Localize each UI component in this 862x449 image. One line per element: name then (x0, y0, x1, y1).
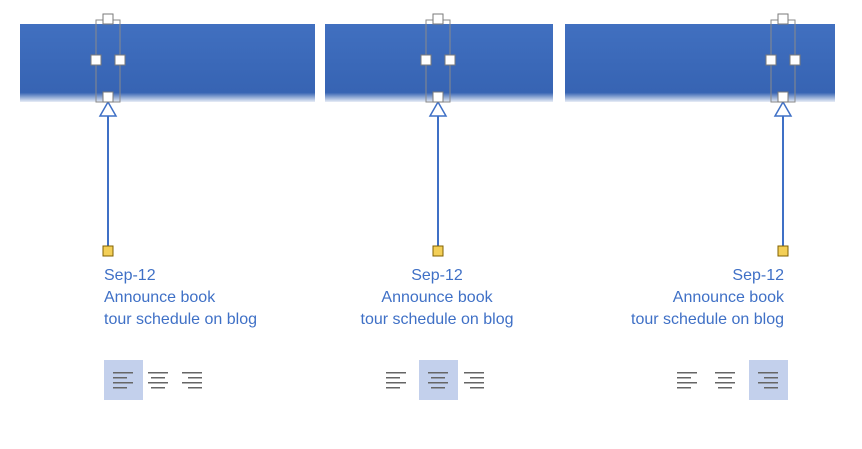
milestone-date: Sep-12 (411, 267, 463, 284)
milestone-desc-line2: tour schedule on blog (104, 311, 257, 328)
milestone-date: Sep-12 (732, 267, 784, 284)
panel-center-aligned: Sep-12 Announce book tour schedule on bl… (325, 0, 553, 449)
timeline-banner (325, 24, 553, 102)
milestone-desc-line1: Announce book (381, 289, 493, 306)
callout-connector[interactable] (408, 13, 468, 264)
anchor-handle[interactable] (102, 245, 114, 257)
align-left-icon (113, 372, 133, 389)
resize-handle-right[interactable] (444, 54, 456, 66)
milestone-date: Sep-12 (104, 267, 156, 284)
resize-handle-top[interactable] (432, 13, 444, 25)
milestone-desc-line2: tour schedule on blog (360, 311, 514, 328)
align-center-button[interactable] (143, 360, 182, 400)
resize-handle-bottom[interactable] (102, 91, 114, 103)
resize-handle-left[interactable] (420, 54, 432, 66)
milestone-desc-line1: Announce book (104, 289, 216, 306)
connector-arrow-icon (773, 100, 793, 117)
resize-handle-top[interactable] (777, 13, 789, 25)
align-left-button[interactable] (380, 360, 419, 400)
milestone-label[interactable]: Sep-12 Announce book tour schedule on bl… (631, 265, 784, 331)
resize-handle-right[interactable] (789, 54, 801, 66)
callout-connector[interactable] (78, 13, 138, 264)
milestone-desc-line1: Announce book (672, 289, 784, 306)
resize-handle-right[interactable] (114, 54, 126, 66)
align-center-icon (428, 372, 448, 389)
align-left-button[interactable] (104, 360, 143, 400)
panel-right-aligned: Sep-12 Announce book tour schedule on bl… (565, 0, 835, 449)
align-right-button[interactable] (749, 360, 788, 400)
milestone-label[interactable]: Sep-12 Announce book tour schedule on bl… (325, 265, 549, 331)
anchor-handle[interactable] (432, 245, 444, 257)
align-right-button[interactable] (458, 360, 497, 400)
align-left-icon (677, 372, 697, 389)
align-right-button[interactable] (182, 360, 221, 400)
align-right-icon (182, 372, 202, 389)
align-right-icon (464, 372, 484, 389)
resize-handle-left[interactable] (765, 54, 777, 66)
panel-left-aligned: Sep-12 Announce book tour schedule on bl… (0, 0, 315, 449)
anchor-handle[interactable] (777, 245, 789, 257)
resize-handle-bottom[interactable] (777, 91, 789, 103)
resize-handle-bottom[interactable] (432, 91, 444, 103)
milestone-label[interactable]: Sep-12 Announce book tour schedule on bl… (104, 265, 257, 331)
timeline-banner (20, 24, 315, 102)
toolbar-overflow (788, 360, 794, 400)
align-center-button[interactable] (710, 360, 749, 400)
align-left-button[interactable] (671, 360, 710, 400)
align-center-icon (715, 372, 735, 389)
align-right-icon (758, 372, 778, 389)
align-center-icon (148, 372, 168, 389)
alignment-toolbar (380, 360, 497, 400)
resize-handle-left[interactable] (90, 54, 102, 66)
callout-connector[interactable] (753, 13, 813, 264)
milestone-desc-line2: tour schedule on blog (631, 311, 784, 328)
alignment-toolbar (104, 360, 221, 400)
align-center-button[interactable] (419, 360, 458, 400)
resize-handle-top[interactable] (102, 13, 114, 25)
connector-arrow-icon (98, 100, 118, 117)
alignment-toolbar (671, 360, 794, 400)
connector-arrow-icon (428, 100, 448, 117)
align-left-icon (386, 372, 406, 389)
